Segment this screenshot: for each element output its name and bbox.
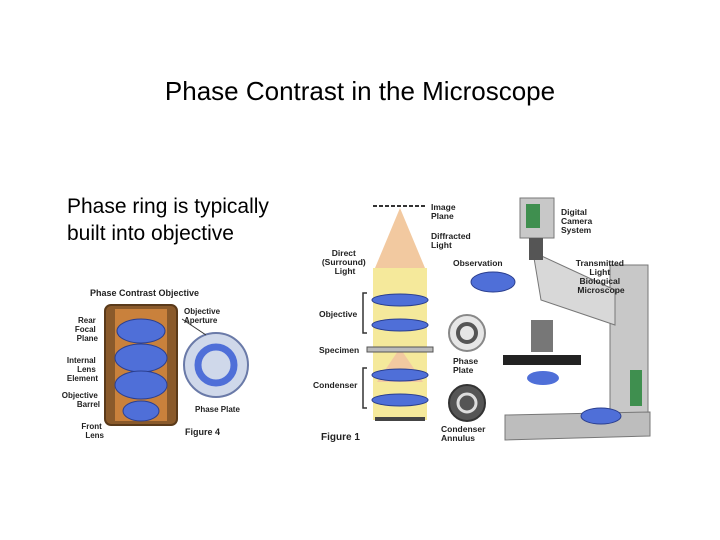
label-condenser-annulus-2: Annulus: [441, 433, 475, 443]
label-barrel: Barrel: [77, 400, 100, 409]
camera-board: [526, 204, 540, 228]
label-objective-aperture-1: Objective: [184, 307, 221, 316]
label-transmitted: Transmitted: [576, 258, 624, 268]
label-condenser-annulus-1: Condenser: [441, 424, 486, 434]
label-internal: Internal: [67, 356, 96, 365]
svg-text:Phase Plate: Phase Plate: [453, 356, 480, 375]
svg-text:Internal Lens Element: Internal Lens Element: [67, 356, 98, 383]
bullet-line-2: built into objective: [67, 222, 234, 245]
aperture-pointer: [181, 318, 207, 336]
label-objective-aperture-2: Aperture: [184, 316, 218, 325]
condenser-lens-lower: [371, 393, 429, 407]
label-image: Image: [431, 202, 456, 212]
objective-lens-lower: [371, 318, 429, 332]
microscope-base: [504, 411, 651, 441]
internal-lens-element-1: [114, 343, 168, 373]
label-camera: Camera: [561, 216, 592, 226]
svg-text:Direct (Surround) Ligh: Direct (Surround) Light: [322, 248, 368, 276]
label-biological: Biological: [580, 276, 621, 286]
phase-contrast-objective-figure: Phase Contrast Objective Rear Focal Plan…: [62, 288, 249, 440]
front-lens-element: [122, 400, 160, 422]
condenser-bracket: [362, 367, 367, 409]
diffracted-light-cone: [375, 208, 425, 268]
label-microscope: Microscope: [577, 285, 625, 295]
illuminator: [580, 407, 622, 425]
label-direct-light: Light: [335, 266, 356, 276]
label-direct: Direct: [332, 248, 356, 258]
label-condenser: Condenser: [313, 380, 358, 390]
rear-lens-element: [116, 318, 166, 344]
annulus-slot: [375, 417, 425, 421]
bullet-line-1: Phase ring is typically: [67, 195, 269, 218]
label-lens: Lens: [77, 365, 96, 374]
phase-plate-ring-fig1: [456, 322, 478, 344]
label-element: Element: [67, 374, 98, 383]
label-digital: Digital: [561, 207, 587, 217]
label-phase: Phase: [453, 356, 478, 366]
label-phase-plate-fig4: Phase Plate: [195, 405, 240, 414]
svg-text:Rear Focal Plane: Rear Focal Plane: [75, 316, 99, 343]
objective-turret: [531, 320, 553, 352]
svg-text:Transmitted Light Biol: Transmitted Light Biological Microscope: [576, 258, 627, 295]
bullet-text: Phase ring is typically built into objec…: [67, 193, 269, 247]
label-surround: (Surround): [322, 257, 366, 267]
internal-lens-element-2: [114, 370, 168, 400]
label-focal: Focal: [75, 325, 96, 334]
microscope-arm: [532, 251, 616, 326]
label-diffracted: Diffracted: [431, 231, 471, 241]
label-light: Light: [589, 267, 610, 277]
svg-text:Front Lens: Front Lens: [81, 422, 104, 440]
fig1-caption: Figure 1: [321, 432, 360, 443]
svg-text:Objective Aperture: Objective Aperture: [184, 307, 222, 325]
svg-text:Diffracted Light: Diffracted Light: [431, 231, 473, 250]
label-observation: Observation: [453, 258, 503, 268]
eyepiece-tube: [529, 238, 543, 260]
label-phase-plate: Plate: [453, 365, 474, 375]
phase-ring: [194, 343, 238, 387]
fig4-caption: Figure 4: [185, 427, 220, 437]
stage: [503, 355, 581, 365]
label-objective-fig1: Objective: [319, 309, 358, 319]
label-rear: Rear: [78, 316, 96, 325]
label-specimen: Specimen: [319, 345, 359, 355]
label-image-plane: Plane: [431, 211, 454, 221]
fig4-heading: Phase Contrast Objective: [90, 288, 199, 298]
objective-bracket: [362, 292, 367, 334]
label-front-lens: Lens: [85, 431, 104, 440]
label-objective: Objective: [62, 391, 99, 400]
label-system: System: [561, 225, 592, 235]
label-diffracted-light: Light: [431, 240, 452, 250]
condenser-annulus-disc: [448, 384, 486, 422]
svg-text:Image Plane: Image Plane: [431, 202, 458, 221]
condenser-annulus-ring: [456, 392, 478, 414]
svg-text:Objective Barrel: Objective Barrel: [62, 391, 100, 409]
objective-lens-upper: [371, 293, 429, 307]
eyepieces: [470, 271, 516, 293]
phase-plate-disc: [183, 332, 249, 398]
specimen-slide: [366, 346, 434, 353]
label-front: Front: [81, 422, 102, 431]
phase-plate-disc-fig1: [448, 314, 486, 352]
label-plane: Plane: [77, 334, 99, 343]
side-panel: [630, 370, 642, 406]
condenser-lens-upper: [371, 368, 429, 382]
svg-text:Digital Camera System: Digital Camera System: [561, 207, 595, 235]
slide-title: Phase Contrast in the Microscope: [164, 76, 556, 106]
svg-text:Condenser Annulus: Condenser Annulus: [441, 424, 488, 443]
light-path-and-microscope-figure: Image Plane Diffracted Light Direct (Sur…: [313, 197, 651, 443]
condenser-unit: [527, 371, 559, 385]
